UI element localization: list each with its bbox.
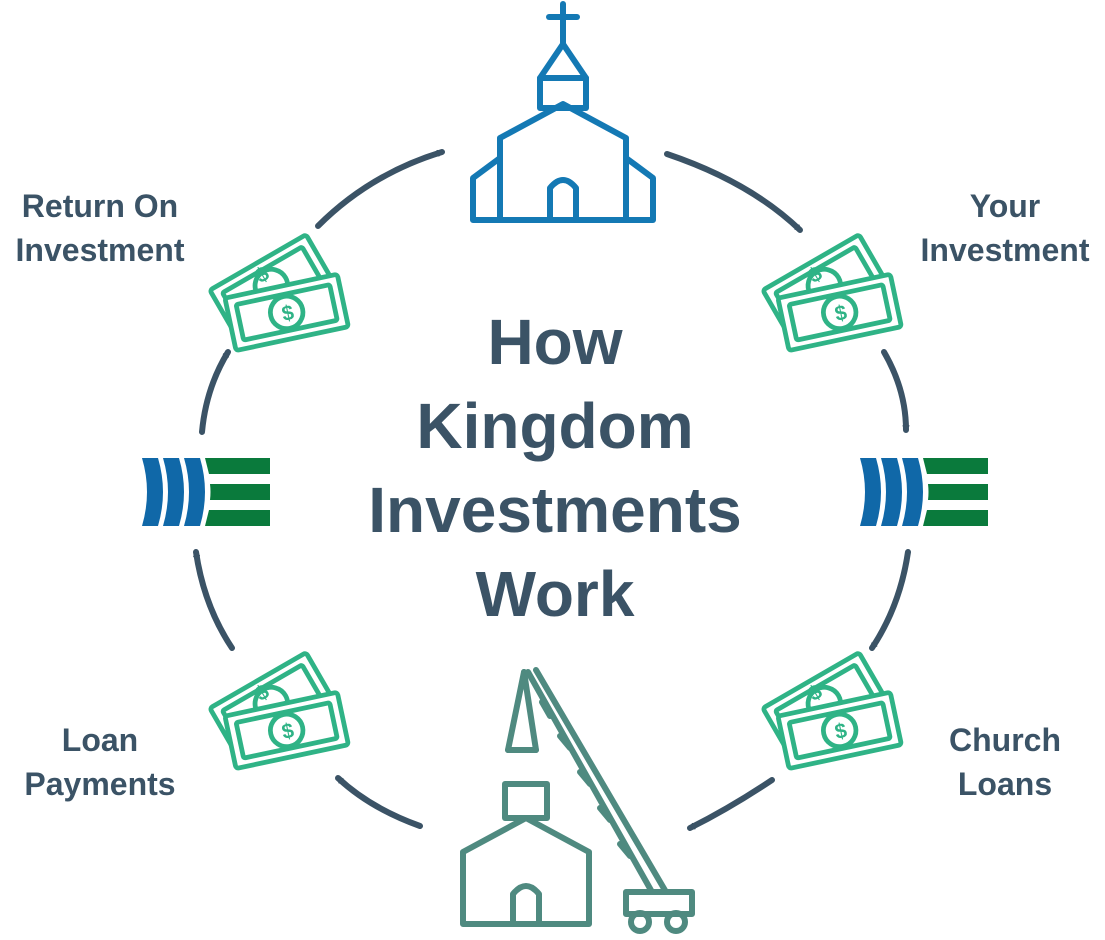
cycle-arrow-icon-2 bbox=[881, 349, 910, 433]
label-line: Loans bbox=[957, 766, 1053, 802]
label-church-loans: Church Loans bbox=[905, 718, 1105, 806]
label-line: Loan bbox=[61, 722, 139, 758]
label-your-investment: Your Investment bbox=[905, 184, 1105, 272]
diagram-title: How Kingdom Investments Work bbox=[330, 300, 780, 636]
title-line-3: Investments bbox=[368, 474, 742, 546]
label-line: Your bbox=[969, 188, 1041, 224]
money-stack-icon-investment bbox=[763, 235, 902, 351]
organization-logo-icon-left bbox=[142, 458, 270, 526]
money-stack-icon-return bbox=[210, 235, 349, 351]
cycle-arrow-icon-5 bbox=[335, 775, 423, 829]
label-line: Church bbox=[949, 722, 1061, 758]
title-line-2: Kingdom bbox=[416, 390, 694, 462]
cycle-arrow-icon-6 bbox=[193, 549, 235, 651]
cycle-arrow-icon-8 bbox=[315, 149, 445, 229]
label-return-on-investment: Return On Investment bbox=[0, 184, 200, 272]
church-icon bbox=[470, 1, 656, 223]
label-line: Investment bbox=[920, 232, 1090, 268]
cycle-arrow-icon-3 bbox=[869, 549, 911, 651]
title-line-4: Work bbox=[475, 558, 635, 630]
church-construction-crane-icon bbox=[460, 667, 695, 934]
cycle-arrow-icon-7 bbox=[199, 349, 231, 435]
label-loan-payments: Loan Payments bbox=[0, 718, 200, 806]
cycle-arrow-icon-4 bbox=[687, 777, 775, 831]
label-line: Investment bbox=[15, 232, 185, 268]
cycle-arrow-icon-1 bbox=[664, 151, 803, 233]
label-line: Payments bbox=[24, 766, 176, 802]
money-stack-icon-church-loans bbox=[763, 653, 902, 769]
label-line: Return On bbox=[21, 188, 179, 224]
money-stack-icon-loan-payments bbox=[210, 653, 349, 769]
organization-logo-icon-right bbox=[860, 458, 988, 526]
cycle-arrows bbox=[193, 149, 911, 831]
title-line-1: How bbox=[487, 306, 623, 378]
